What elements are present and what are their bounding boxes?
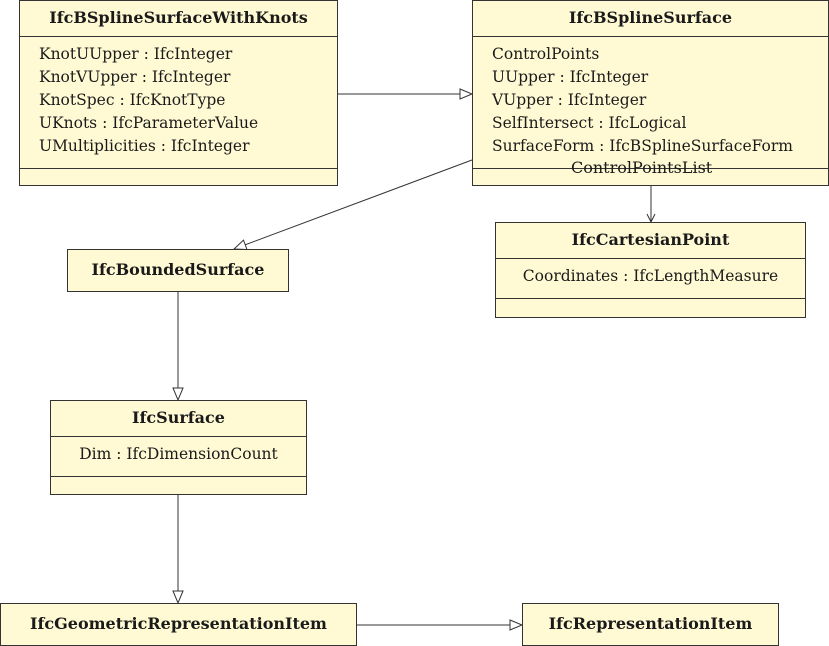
attribute-list: Coordinates : IfcLengthMeasure [496, 259, 805, 299]
attribute: UMultiplicities : IfcInteger [39, 137, 250, 155]
class-name: IfcCartesianPoint [496, 223, 805, 259]
attribute: UKnots : IfcParameterValue [39, 114, 259, 132]
attribute: SurfaceForm : IfcBSplineSurfaceForm [492, 137, 793, 155]
class-name: IfcSurface [51, 401, 306, 437]
operation-compartment [20, 169, 337, 187]
class-name: IfcBSplineSurfaceWithKnots [20, 1, 337, 37]
class-name: IfcGeometricRepresentationItem [30, 614, 327, 633]
class-ifcbsplinesurfacewithknots[interactable]: IfcBSplineSurfaceWithKnots KnotUUpper : … [19, 0, 338, 186]
class-ifcsurface[interactable]: IfcSurface Dim : IfcDimensionCount [50, 400, 307, 495]
class-ifccartesianpoint[interactable]: IfcCartesianPoint Coordinates : IfcLengt… [495, 222, 806, 318]
attribute-list: ControlPoints UUpper : IfcInteger VUpper… [473, 37, 828, 169]
attribute: KnotUUpper : IfcInteger [39, 45, 233, 63]
attribute-list: KnotUUpper : IfcInteger KnotVUpper : Ifc… [20, 37, 337, 169]
attribute: UUpper : IfcInteger [492, 68, 649, 86]
class-ifcrepresentationitem[interactable]: IfcRepresentationItem [522, 603, 779, 646]
attribute-list: Dim : IfcDimensionCount [51, 437, 306, 477]
attribute: Dim : IfcDimensionCount [79, 445, 278, 463]
class-name: IfcBoundedSurface [91, 260, 265, 279]
attribute: KnotSpec : IfcKnotType [39, 91, 226, 109]
class-ifcgeometricrepresentationitem[interactable]: IfcGeometricRepresentationItem [0, 603, 357, 646]
operation-compartment [496, 299, 805, 317]
operation-compartment [51, 477, 306, 495]
attribute: ControlPoints [492, 45, 600, 63]
association-label: ControlPointsList [571, 158, 713, 177]
attribute: SelfIntersect : IfcLogical [492, 114, 687, 132]
class-name: IfcRepresentationItem [548, 614, 753, 633]
class-name: IfcBSplineSurface [473, 1, 828, 37]
class-ifcboundedsurface[interactable]: IfcBoundedSurface [67, 249, 289, 292]
attribute: Coordinates : IfcLengthMeasure [522, 267, 779, 285]
generalization-bspline-to-bounded [234, 159, 473, 249]
class-ifcbsplinesurface[interactable]: IfcBSplineSurface ControlPoints UUpper :… [472, 0, 829, 186]
attribute: VUpper : IfcInteger [492, 91, 647, 109]
attribute: KnotVUpper : IfcInteger [39, 68, 231, 86]
